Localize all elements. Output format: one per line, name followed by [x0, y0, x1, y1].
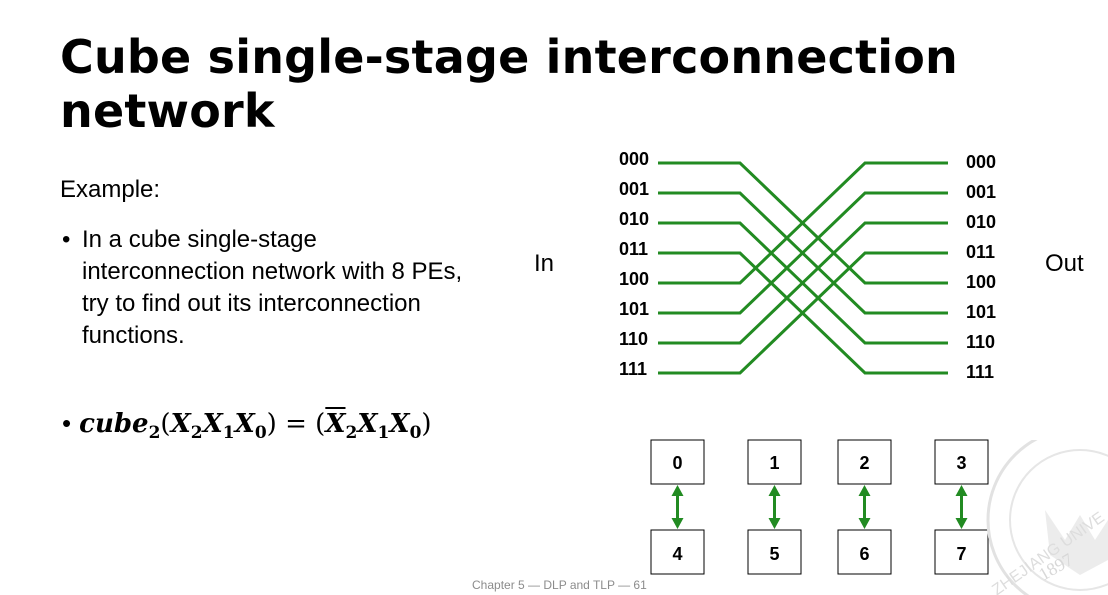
formula-rhs-open: (: [315, 409, 326, 439]
pe-box: [837, 439, 892, 485]
input-label: 101: [619, 299, 649, 319]
output-label: 101: [966, 302, 996, 322]
in-label: In: [534, 250, 555, 277]
bullet-item: • In a cube single-stage interconnection…: [62, 224, 482, 352]
input-label: 001: [619, 179, 649, 199]
pe-label: 6: [859, 544, 869, 564]
formula-x2: X2: [170, 409, 203, 444]
arrow-head-up: [768, 485, 781, 496]
arrow-head-up: [858, 485, 871, 496]
formula-x1: X1: [202, 409, 235, 444]
output-label: 011: [966, 242, 995, 262]
output-label: 000: [966, 152, 996, 172]
pe-box: [837, 529, 892, 575]
connection-line: [658, 251, 948, 375]
formula-rhs-x1: X1: [357, 409, 390, 444]
formula-rhs-x2-complement: X2: [325, 409, 358, 444]
example-label: Example:: [60, 176, 161, 203]
arrow-head-down: [768, 518, 781, 529]
pe-label: 5: [769, 544, 779, 564]
pe-box: [934, 529, 989, 575]
pe-label: 3: [956, 453, 966, 473]
out-label: Out: [1045, 250, 1084, 277]
formula-lhs-close: ): [266, 409, 277, 439]
arrow-head-up: [955, 485, 968, 496]
output-label: 110: [966, 332, 995, 352]
input-label: 011: [619, 239, 648, 259]
pe-box: [747, 439, 802, 485]
input-label: 111: [619, 359, 647, 379]
bullet-dot: •: [62, 226, 71, 253]
arrow-head-down: [671, 518, 684, 529]
input-label: 110: [619, 329, 648, 349]
pe-box: [747, 529, 802, 575]
input-label: 000: [619, 149, 649, 169]
formula-bullet-dot: •: [62, 408, 72, 438]
connection-line: [658, 191, 948, 315]
slide-footer: Chapter 5 — DLP and TLP — 61: [472, 578, 647, 592]
connection-line: [658, 161, 948, 285]
arrow-head-down: [955, 518, 968, 529]
output-label: 001: [966, 182, 996, 202]
pe-label: 1: [769, 453, 779, 473]
pe-label: 7: [956, 544, 966, 564]
pe-label: 4: [672, 544, 682, 564]
connection-line: [658, 221, 948, 345]
pe-box: [934, 439, 989, 485]
formula-rhs-x0: X0: [389, 409, 422, 444]
arrow-head-down: [858, 518, 871, 529]
arrow-head-up: [671, 485, 684, 496]
bullet-text: In a cube single-stage interconnection n…: [82, 226, 463, 349]
output-label: 010: [966, 212, 996, 232]
pe-box: [650, 529, 705, 575]
cube2-formula: •cube2(X2X1X0) = (X2X1X0): [62, 408, 432, 443]
formula-fn: cube2: [79, 409, 161, 444]
pe-box: [650, 439, 705, 485]
formula-lhs-open: (: [160, 409, 171, 439]
slide-title: Cube single-stage interconnection networ…: [60, 30, 959, 138]
formula-x0: X0: [234, 409, 267, 444]
formula-rhs-close: ): [421, 409, 432, 439]
output-label: 111: [966, 362, 994, 382]
input-label: 010: [619, 209, 649, 229]
pe-label: 0: [672, 453, 682, 473]
formula-equals: =: [276, 409, 316, 439]
pe-label: 2: [859, 453, 869, 473]
university-seal-watermark: 1897 ZHEJIANG UNIVE: [986, 440, 1108, 595]
input-label: 100: [619, 269, 649, 289]
output-label: 100: [966, 272, 996, 292]
